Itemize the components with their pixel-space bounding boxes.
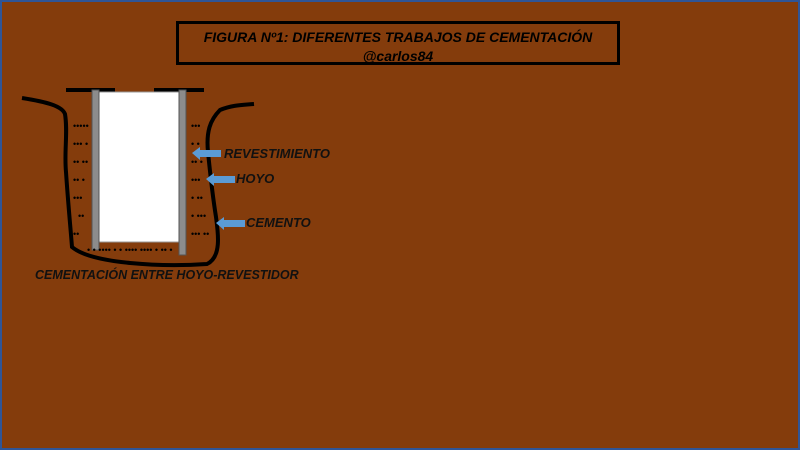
svg-text:••• ••: ••• •• — [191, 229, 209, 239]
arrow-cement-icon — [216, 217, 245, 230]
casing-left — [91, 89, 100, 251]
figure-author: @carlos84 — [362, 48, 434, 64]
label-hole: HOYO — [236, 171, 275, 186]
svg-text:•• •: •• • — [191, 157, 203, 167]
svg-text:••: •• — [78, 211, 84, 221]
svg-text:•• •: •• • — [73, 175, 85, 185]
svg-text:•••: ••• — [191, 121, 200, 131]
arrows — [192, 147, 245, 230]
diagram-caption: CEMENTACIÓN ENTRE HOYO-REVESTIDOR — [35, 268, 299, 282]
svg-text:••: •• — [73, 229, 79, 239]
casing-right — [178, 89, 187, 256]
figure-title: FIGURA Nº1: DIFERENTES TRABAJOS DE CEMEN… — [203, 29, 593, 45]
svg-text:•••: ••• — [73, 193, 82, 203]
arrow-hole-icon — [206, 173, 235, 186]
wellbore-interior — [98, 91, 180, 243]
cement-dots: •••••••• ••• •• • •• •••• • •• •••• ••••… — [73, 121, 209, 255]
svg-text:•••••: ••••• — [73, 121, 89, 131]
svg-text:•• ••: •• •• — [73, 157, 88, 167]
svg-text:••• •: ••• • — [73, 139, 88, 149]
figure-title-box: FIGURA Nº1: DIFERENTES TRABAJOS DE CEMEN… — [176, 21, 620, 65]
svg-text:• • •••• • • •••• •••• • •: • • •••• • • •••• •••• • •• • — [87, 245, 173, 255]
svg-text:• •: • • — [191, 139, 200, 149]
arrow-casing-icon — [192, 147, 221, 160]
svg-text:• ••: • •• — [191, 193, 203, 203]
svg-text:•••: ••• — [191, 175, 200, 185]
label-cement: CEMENTO — [246, 215, 311, 230]
hole-wall — [21, 96, 255, 267]
label-casing: REVESTIMIENTO — [224, 146, 330, 161]
svg-text:• •••: • ••• — [191, 211, 206, 221]
